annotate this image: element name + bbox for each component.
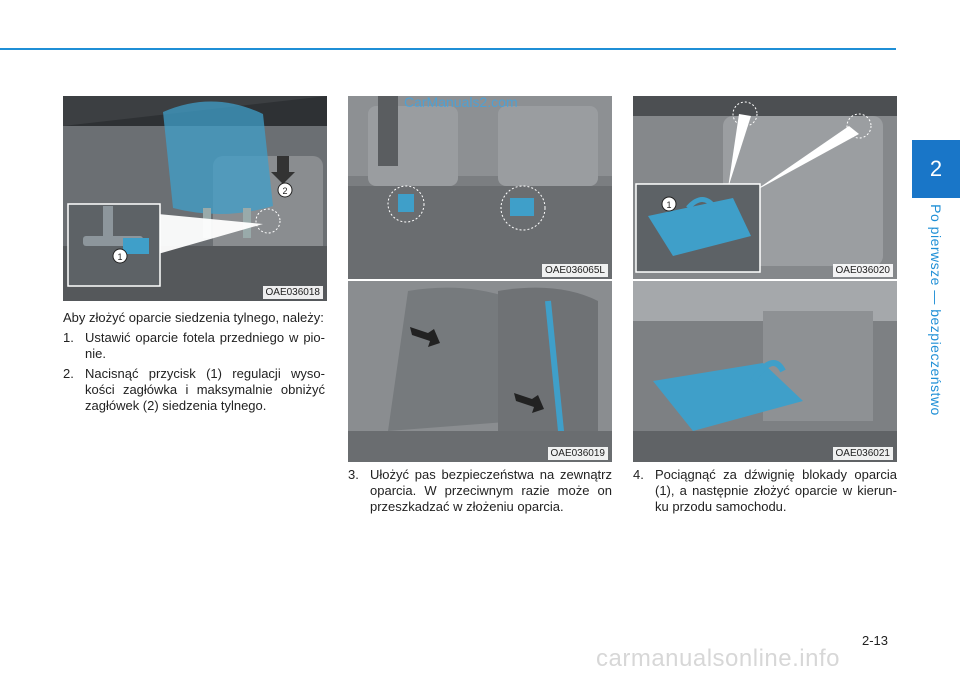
figure-belt-outward: OAE036019 (348, 281, 612, 462)
column-2-text: 3. Ułożyć pas bezpieczeństwa na zewnątrz… (348, 467, 612, 515)
instruction-intro: Aby złożyć oparcie siedzenia tylnego, na… (63, 310, 324, 325)
column-3-text: 4. Pociągnąć za dźwignię blokady oparcia… (633, 467, 897, 515)
svg-text:1: 1 (117, 252, 122, 262)
item-number: 3. (348, 467, 359, 482)
figure-code: OAE036019 (547, 447, 608, 460)
seatback-lever-illustration: 1 (633, 96, 897, 279)
figure-code: OAE036018 (262, 286, 323, 299)
figure-headrest: 2 1 OAE036018 (63, 96, 327, 301)
svg-text:2: 2 (282, 186, 287, 196)
column-1-text: Aby złożyć oparcie siedzenia tylnego, na… (63, 310, 325, 414)
item-text: Pociągnąć za dźwignię blokady oparcia (1… (655, 467, 897, 514)
svg-text:1: 1 (666, 200, 671, 210)
figure-seatback-fold: OAE036021 (633, 281, 897, 462)
list-item: 1. Ustawić oparcie fotela przedniego w p… (63, 330, 325, 362)
figure-seatback-lever: 1 OAE036020 (633, 96, 897, 279)
footer-watermark[interactable]: carmanualsonline.info (596, 645, 840, 672)
list-item: 3. Ułożyć pas bezpieczeństwa na zewnątrz… (348, 467, 612, 515)
seatbelt-outward-illustration (348, 281, 612, 462)
item-number: 1. (63, 330, 74, 345)
header-rule (0, 48, 896, 50)
top-watermark: CarManuals2.com (404, 96, 518, 110)
figure-belt-buckles: CarManuals2.com OAE036065L (348, 96, 612, 279)
headrest-lowering-illustration: 2 1 (63, 96, 327, 301)
chapter-title-vertical: Po pierwsze — bezpieczeństwo (922, 204, 950, 416)
chapter-title: Po pierwsze — bezpieczeństwo (928, 204, 944, 416)
figure-code: OAE036065L (541, 264, 608, 277)
seat-belt-buckle-illustration (348, 96, 612, 279)
item-text: Nacisnąć przycisk (1) regulacji wyso-koś… (85, 366, 325, 413)
list-item: 2. Nacisnąć przycisk (1) regulacji wyso-… (63, 366, 325, 414)
chapter-tab[interactable]: 2 (912, 140, 960, 198)
item-number: 4. (633, 467, 644, 482)
list-item: 4. Pociągnąć za dźwignię blokady oparcia… (633, 467, 897, 515)
seatback-fold-illustration (633, 281, 897, 462)
item-number: 2. (63, 366, 74, 381)
figure-code: OAE036020 (832, 264, 893, 277)
chapter-number: 2 (929, 156, 943, 181)
item-text: Ustawić oparcie fotela przedniego w pio-… (85, 330, 325, 361)
item-text: Ułożyć pas bezpieczeństwa na zewnątrz op… (370, 467, 612, 514)
page-number: 2-13 (862, 633, 889, 648)
figure-code: OAE036021 (832, 447, 893, 460)
